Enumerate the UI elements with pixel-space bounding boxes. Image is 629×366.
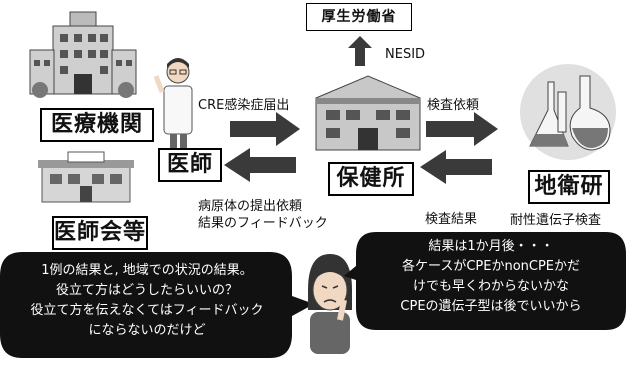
doctor-label: 医師 [158, 148, 222, 182]
arrow-right-icon [426, 112, 498, 146]
right-bubble-line2: 各ケースがCPEかnonCPEかだ [401, 259, 581, 274]
arrow-up-icon [348, 36, 372, 66]
right-bubble-line3: けでも早くわからないかな [412, 279, 569, 294]
arrow-right-icon [230, 112, 300, 146]
right-bubble-line1: 結果は1か月後・・・ [428, 239, 554, 254]
left-bubble-line4: にならないのだけど [88, 323, 206, 338]
left-bubble-line1: 1例の結果と, 地域での状況の結果。 [41, 263, 253, 278]
left-bubble-line3: 役立て方を伝えなくてはフィードバック [30, 303, 264, 318]
medical-association-label: 医師会等 [52, 216, 148, 250]
pathogen-request-line2: 結果のフィードバック [198, 216, 328, 231]
cre-report-label: CRE感染症届出 [198, 98, 290, 113]
nesid-label: NESID [385, 47, 426, 62]
pathogen-request-line1: 病原体の提出依頼 [198, 199, 303, 214]
right-bubble-line4: CPEの遺伝子型は後でいいから [400, 299, 582, 314]
right-speech-bubble [344, 232, 626, 330]
doctor-icon [153, 58, 193, 148]
medical-institution-label: 医療機関 [40, 108, 154, 142]
worried-person-icon [308, 254, 352, 354]
arrow-left-icon [420, 150, 492, 184]
lab-glassware-icon [520, 64, 616, 160]
left-speech-bubble [0, 252, 314, 358]
test-request-label: 検査依頼 [427, 98, 480, 113]
test-result-label: 検査結果 [425, 212, 478, 227]
local-institute-label: 地衛研 [528, 170, 610, 204]
health-center-building-icon [315, 75, 421, 151]
health-center-label: 保健所 [328, 162, 414, 196]
hospital-building-icon [29, 11, 137, 98]
clinic-building-icon [38, 151, 134, 203]
left-bubble-line2: 役立て方はどうしたらいいの？ [55, 283, 238, 298]
arrow-left-icon [224, 148, 296, 182]
resistance-gene-test-label: 耐性遺伝子検査 [510, 213, 602, 228]
ministry-label: 厚生労働省 [306, 3, 412, 31]
